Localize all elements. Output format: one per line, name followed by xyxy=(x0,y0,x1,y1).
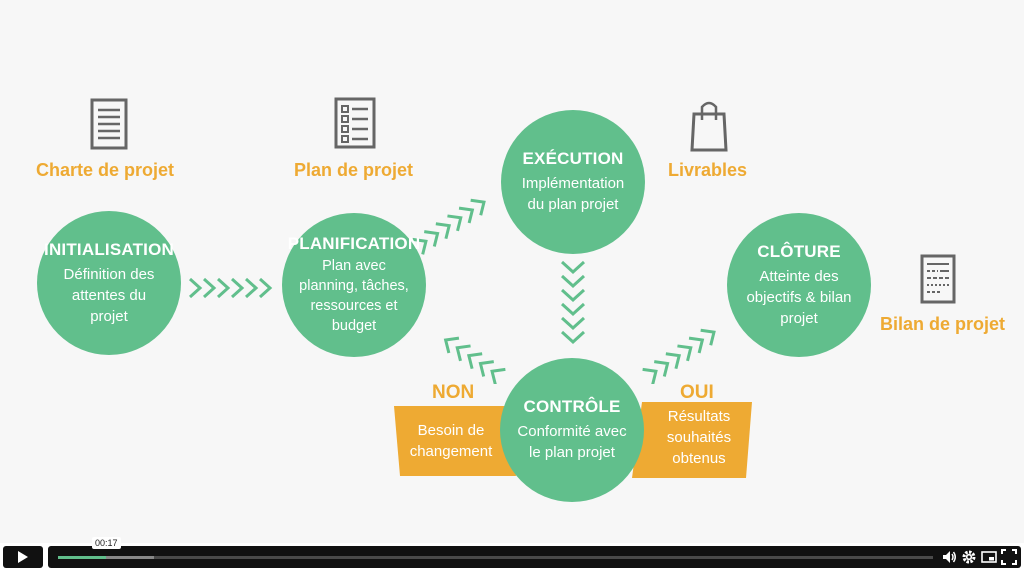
label-livrables: Livrables xyxy=(668,160,748,180)
decision-oui-text: Résultats souhaités obtenus xyxy=(666,407,732,467)
control-strip xyxy=(48,546,1021,568)
banner-shape xyxy=(632,402,752,478)
phase-execution-desc: Implémentation du plan projet xyxy=(521,175,625,213)
label-plan-de-projet: Plan de projet xyxy=(294,160,414,180)
label-bilan-de-projet: Bilan de projet xyxy=(880,314,1006,334)
phase-cloture: CLÔTURE Atteinte des objectifs & bilan p… xyxy=(727,213,871,357)
arrow-init-to-plan xyxy=(188,277,273,299)
phase-initialisation: INITIALISATION Définition des attentes d… xyxy=(37,211,181,355)
phase-initialisation-desc: Définition des attentes du projet xyxy=(63,265,155,325)
decision-oui-label: OUI xyxy=(680,382,714,403)
decision-non-banner: Besoin de changement xyxy=(394,406,516,476)
fullscreen-icon[interactable] xyxy=(1001,549,1017,565)
document-icon xyxy=(90,98,128,150)
progress-bar[interactable] xyxy=(58,556,933,559)
shopping-bag-icon xyxy=(690,101,728,152)
phase-controle-desc: Conformité avec le plan projet xyxy=(517,423,627,461)
phase-controle: CONTRÔLE Conformité avec le plan projet xyxy=(500,358,644,502)
phase-planification: PLANIFICATION Plan avec planning, tâches… xyxy=(282,213,426,357)
decision-oui-banner: Résultats souhaités obtenus xyxy=(632,402,752,478)
phase-execution: EXÉCUTION Implémentation du plan projet xyxy=(501,110,645,254)
progress-played xyxy=(58,556,107,559)
decision-non-text: Besoin de changement xyxy=(409,422,493,460)
arrow-exec-to-control xyxy=(560,260,586,345)
pip-icon[interactable] xyxy=(981,549,997,565)
phase-cloture-desc: Atteinte des objectifs & bilan projet xyxy=(746,267,852,327)
phase-planification-desc: Plan avec planning, tâches, ressources e… xyxy=(299,258,409,334)
checklist-icon xyxy=(334,97,376,149)
banner-shape xyxy=(394,406,516,476)
play-icon xyxy=(18,551,28,563)
report-icon xyxy=(920,254,956,304)
decision-non-label: NON xyxy=(432,382,475,403)
settings-icon[interactable] xyxy=(961,549,977,565)
video-controls xyxy=(0,543,1024,571)
volume-icon[interactable] xyxy=(941,549,957,565)
play-button[interactable] xyxy=(3,546,43,568)
time-tooltip: 00:17 xyxy=(92,537,121,549)
label-charte-de-projet: Charte de projet xyxy=(36,160,175,180)
progress-buffered xyxy=(58,556,155,559)
arrow-plan-to-exec xyxy=(412,198,486,255)
arrow-control-to-cloture xyxy=(642,328,716,384)
video-frame[interactable]: Charte de projet Plan de projet Livrable… xyxy=(0,0,1024,543)
arrow-control-to-plan xyxy=(443,336,506,384)
